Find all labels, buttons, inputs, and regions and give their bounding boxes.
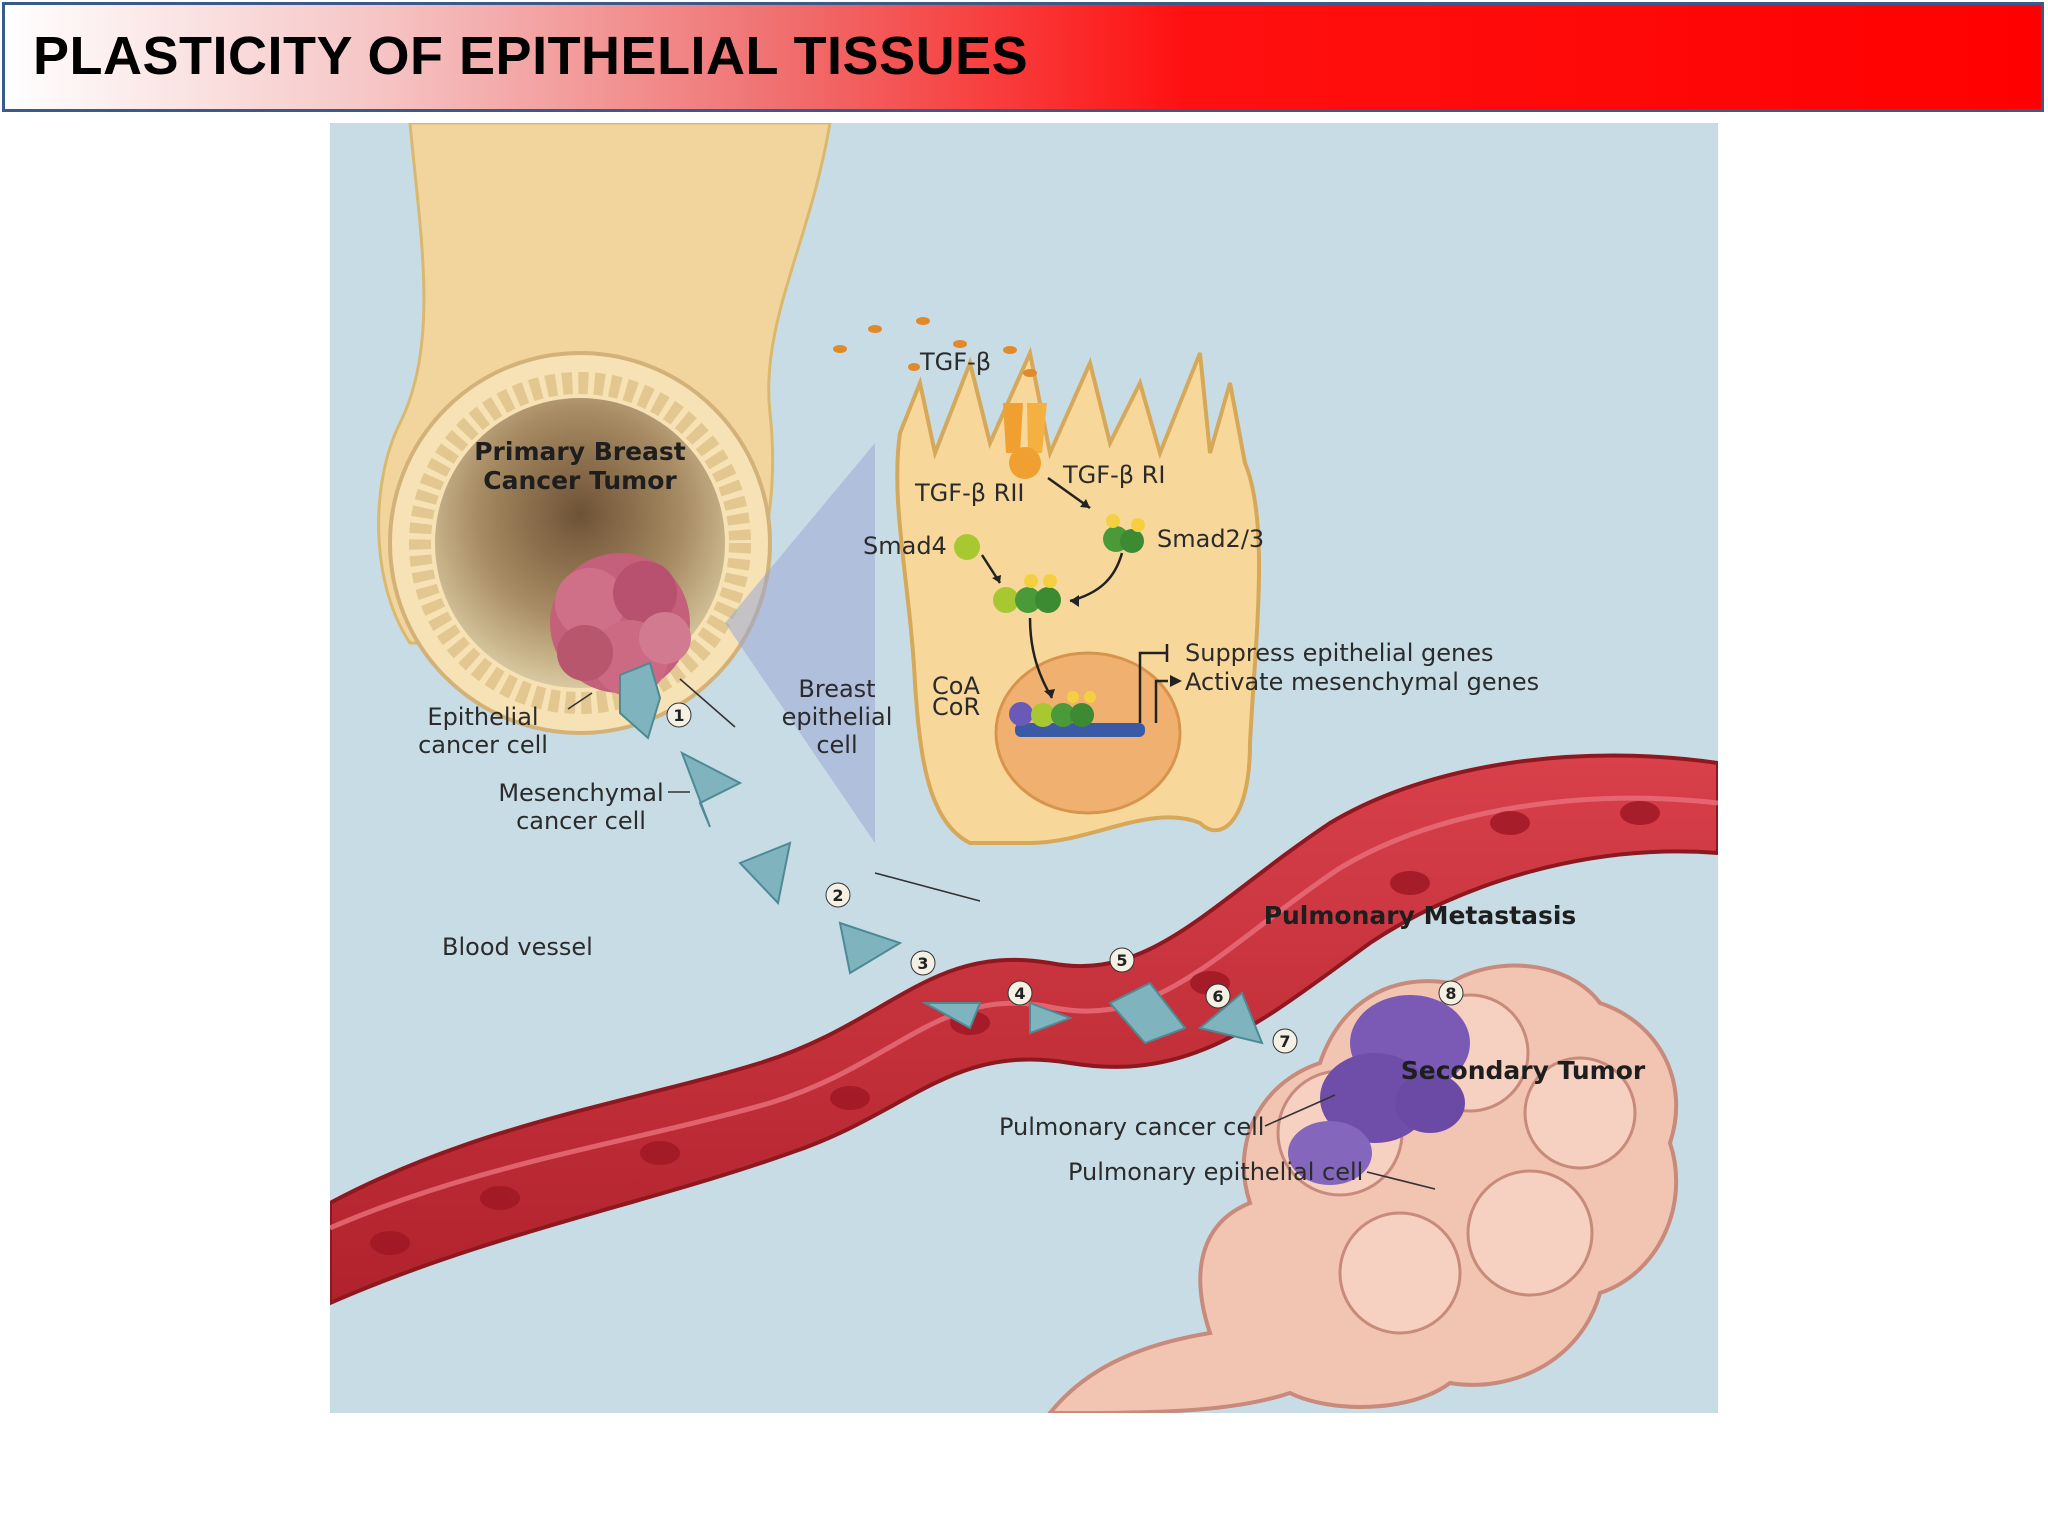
pulmonary-epithelial-cell-label: Pulmonary epithelial cell <box>1068 1158 1363 1186</box>
primary-tumor-label-line1: Primary Breast <box>474 437 686 466</box>
title-bar: PLASTICITY OF EPITHELIAL TISSUES <box>2 2 2044 112</box>
cor-label: CoR <box>932 693 980 721</box>
primary-tumor-label-line2: Cancer Tumor <box>483 466 677 495</box>
tgf-beta-rii-label: TGF-β RII <box>914 479 1025 507</box>
tgf-beta-ri-label: TGF-β RI <box>1062 461 1165 489</box>
activate-mesenchymal-genes-label: Activate mesenchymal genes <box>1185 668 1539 696</box>
breast-epithelial-cell-label-line2: epithelial <box>782 703 893 731</box>
emt-metastasis-diagram: 1 2 3 4 5 6 7 8 Primary Breast Cancer Tu… <box>330 123 1718 1413</box>
secondary-tumor-label: Secondary Tumor <box>1401 1056 1646 1085</box>
step-8: 8 <box>1445 984 1456 1003</box>
step-2: 2 <box>832 886 843 905</box>
smad23-label: Smad2/3 <box>1157 525 1264 553</box>
mesenchymal-cancer-cell-label-line2: cancer cell <box>516 807 646 835</box>
step-7: 7 <box>1279 1032 1290 1051</box>
smad4-molecule <box>954 534 980 560</box>
pulmonary-cancer-cell-label: Pulmonary cancer cell <box>999 1113 1264 1141</box>
pulmonary-metastasis-label: Pulmonary Metastasis <box>1264 901 1577 930</box>
breast-epithelial-cell-label-line1: Breast <box>798 675 875 703</box>
smad4-label: Smad4 <box>863 532 947 560</box>
step-4: 4 <box>1014 984 1025 1003</box>
step-5: 5 <box>1116 951 1127 970</box>
slide-title: PLASTICITY OF EPITHELIAL TISSUES <box>33 25 1028 87</box>
step-6: 6 <box>1212 987 1223 1006</box>
epithelial-cancer-cell-label-line1: Epithelial <box>427 703 538 731</box>
suppress-epithelial-genes-label: Suppress epithelial genes <box>1185 639 1494 667</box>
blood-vessel-label: Blood vessel <box>442 933 593 961</box>
diagram-svg: 1 2 3 4 5 6 7 8 Primary Breast Cancer Tu… <box>330 123 1718 1413</box>
step-3: 3 <box>917 954 928 973</box>
breast-epithelial-cell-label-line3: cell <box>816 731 857 759</box>
epithelial-cancer-cell-label-line2: cancer cell <box>418 731 548 759</box>
step-1: 1 <box>673 706 684 725</box>
tgf-beta-label: TGF-β <box>919 348 991 376</box>
mesenchymal-cancer-cell-label-line1: Mesenchymal <box>498 779 663 807</box>
